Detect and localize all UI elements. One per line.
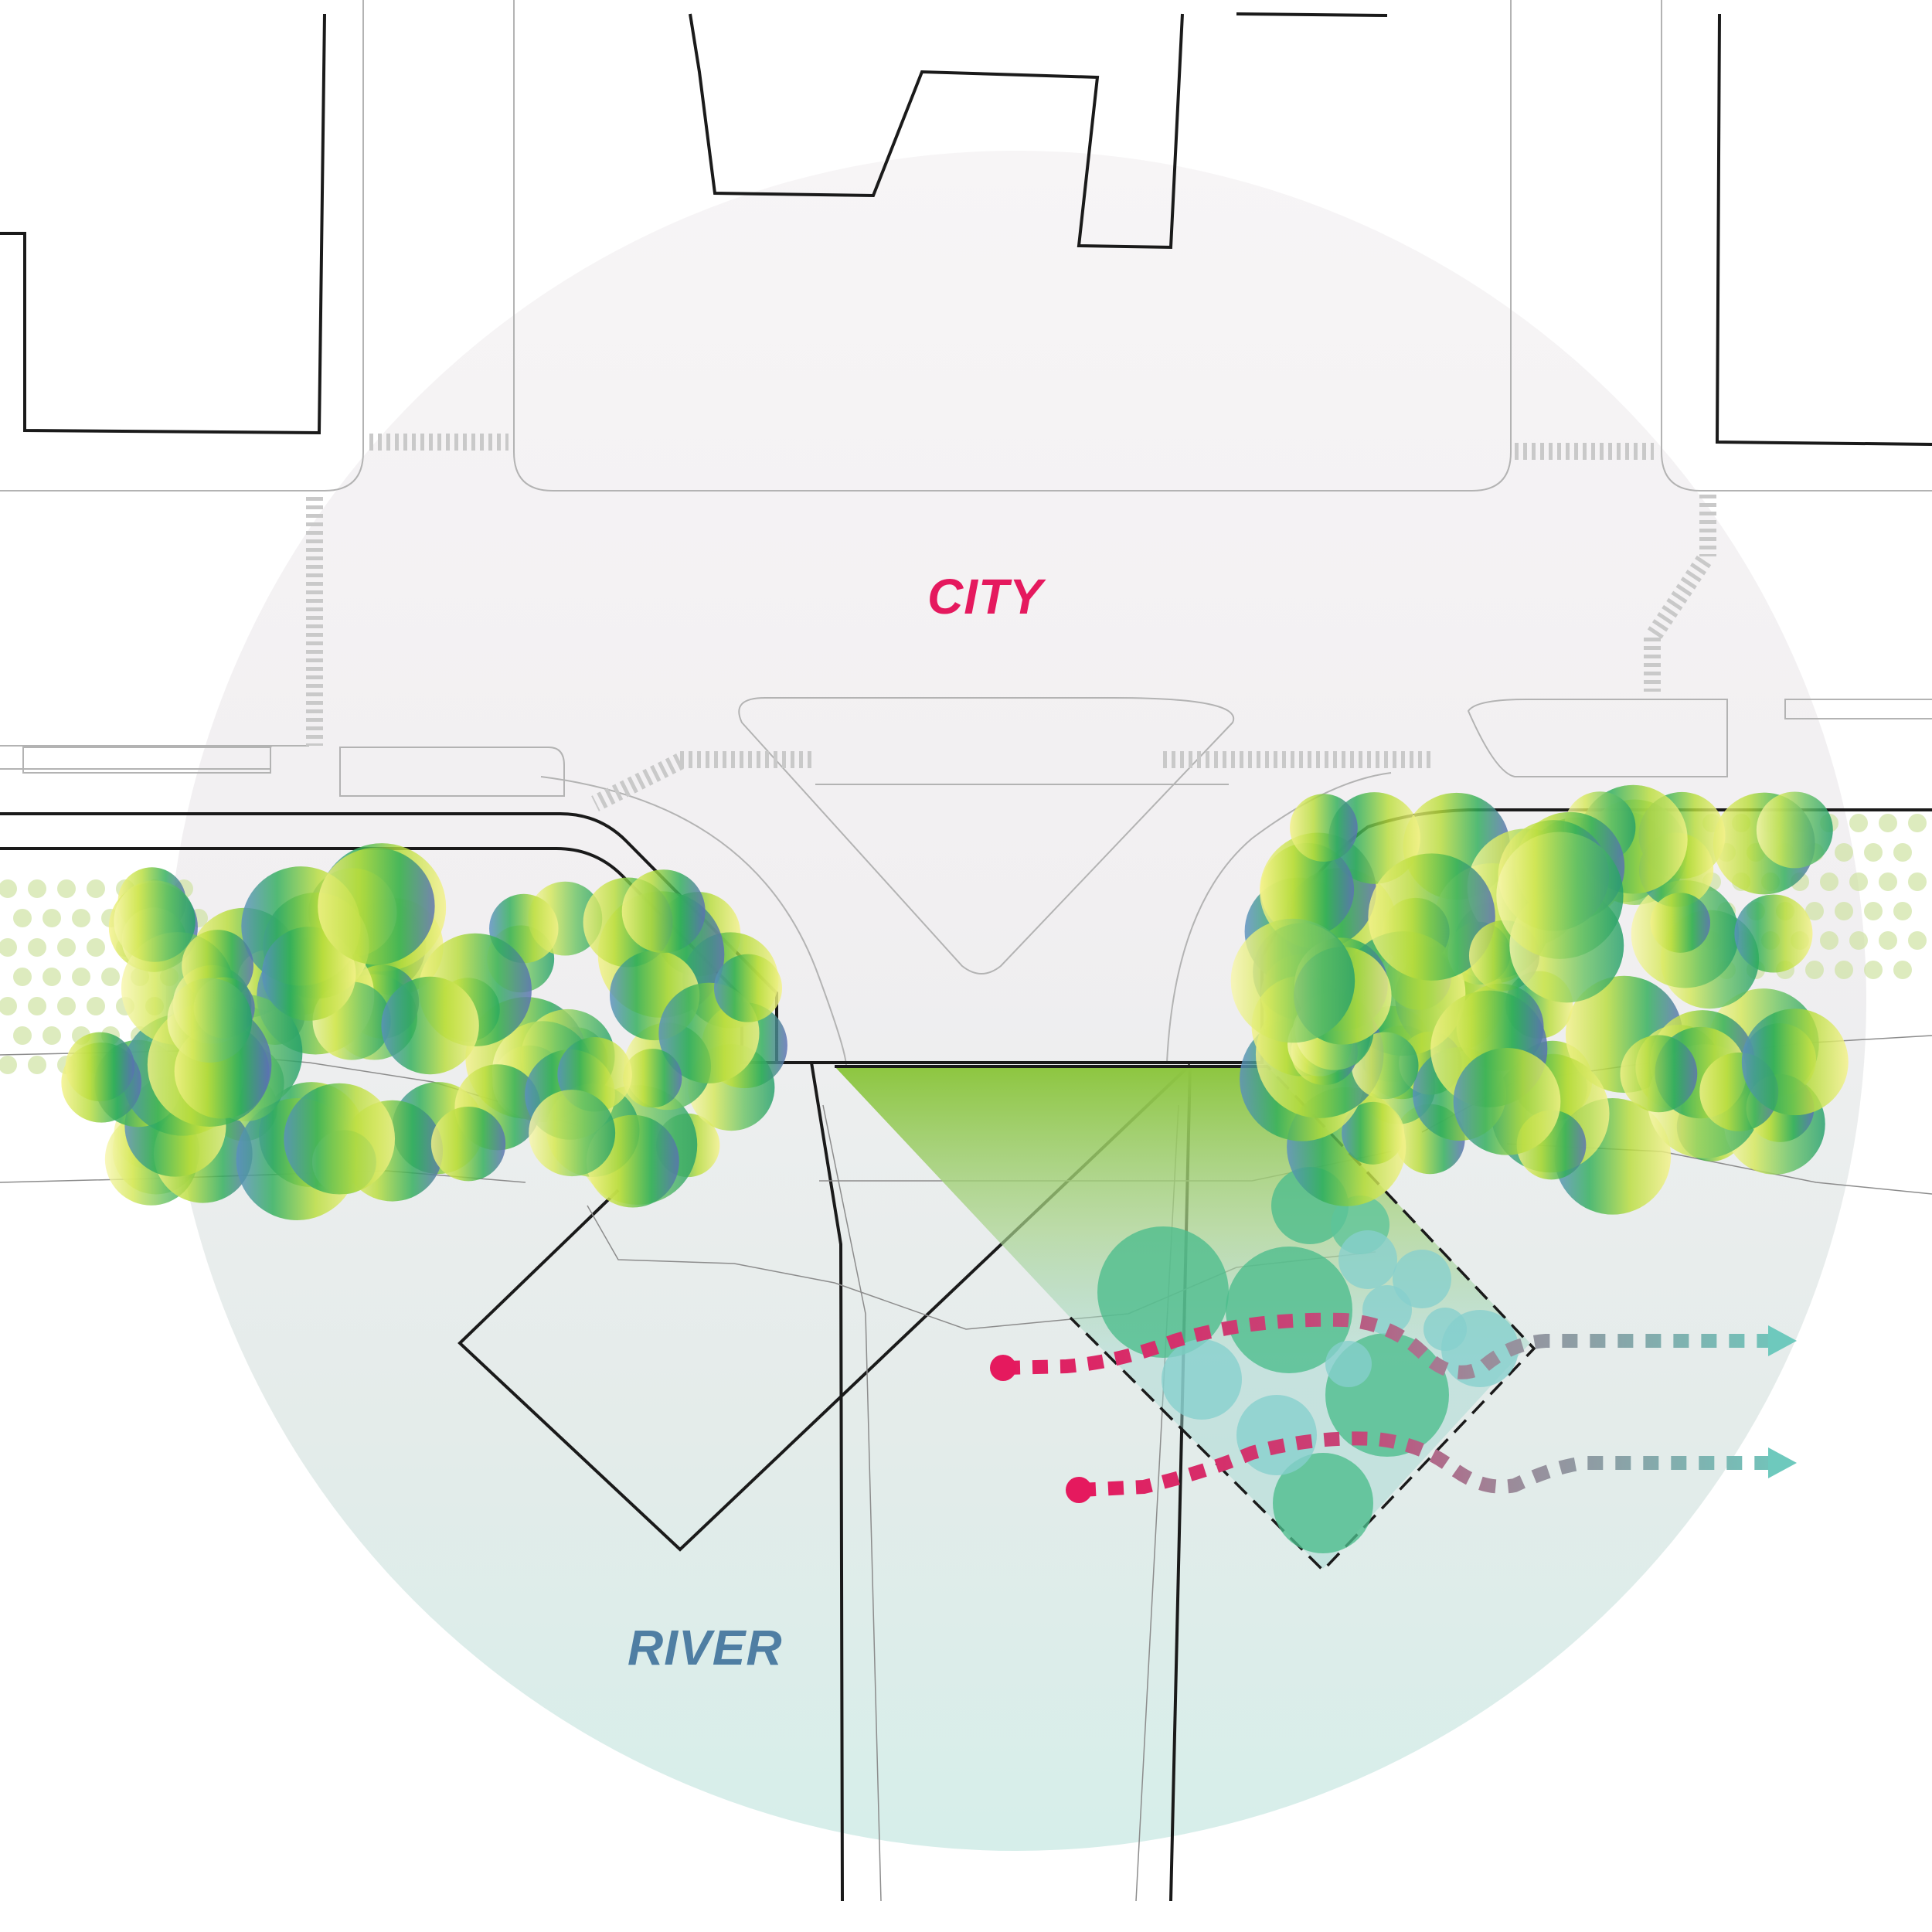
shrub-dot xyxy=(1864,902,1883,920)
shrub-dot xyxy=(57,879,76,898)
shrub-dot xyxy=(87,938,105,957)
arrow-head-lower xyxy=(1768,1447,1797,1478)
tree-canopy xyxy=(1368,853,1495,981)
movement-path-lower xyxy=(1080,1431,1770,1497)
plaza-tree xyxy=(1226,1247,1352,1373)
arrow-head-upper xyxy=(1768,1325,1797,1356)
shrub-dot xyxy=(1893,902,1912,920)
tree-canopy xyxy=(284,1083,396,1195)
shrub-dot xyxy=(101,968,120,986)
shrub-dot xyxy=(1820,872,1838,891)
path-start-dot-lower xyxy=(1066,1477,1092,1503)
shrub-dot xyxy=(1849,814,1868,832)
shrub-dot xyxy=(1835,843,1853,862)
right-tree-cluster xyxy=(1230,784,1849,1215)
shrub-dot xyxy=(1849,931,1868,950)
tree-canopy xyxy=(1756,791,1833,869)
tree-canopy xyxy=(430,1106,506,1182)
shrub-dot xyxy=(57,997,76,1015)
shrub-dot xyxy=(1879,931,1897,950)
plaza-tree xyxy=(1338,1230,1397,1289)
movement-path-upper xyxy=(1004,1312,1770,1379)
building-outlines xyxy=(0,12,1932,446)
shrub-dot xyxy=(0,997,17,1015)
shrub-dot xyxy=(0,938,17,957)
shrub-dot xyxy=(1893,843,1912,862)
shrub-dot xyxy=(72,968,90,986)
tree-canopy xyxy=(1496,832,1624,959)
shrub-dot xyxy=(1879,814,1897,832)
shrub-dot xyxy=(0,1056,17,1074)
shrub-dot xyxy=(28,938,46,957)
tree-canopy xyxy=(261,927,356,1021)
river-label: RIVER xyxy=(628,1620,783,1675)
tree-canopy xyxy=(1230,918,1355,1043)
shrub-dot xyxy=(13,968,32,986)
plaza-dashed-boundary xyxy=(835,1065,1536,1573)
tree-canopy xyxy=(621,869,706,954)
tree-canopy xyxy=(1650,893,1711,953)
plaza-tree xyxy=(1423,1308,1467,1351)
tree-canopy xyxy=(1260,842,1355,937)
shrub-dot xyxy=(87,997,105,1015)
tree-canopy xyxy=(381,976,479,1075)
city-label: CITY xyxy=(927,569,1043,624)
road-curbs xyxy=(0,0,1932,1067)
shrub-dot xyxy=(1805,961,1824,979)
plaza-tree xyxy=(1273,1453,1373,1553)
shrub-dot xyxy=(1864,843,1883,862)
shrub-dot xyxy=(1893,961,1912,979)
tree-canopy xyxy=(1290,794,1358,862)
plaza-trees xyxy=(1097,1167,1519,1553)
tree-canopy xyxy=(167,978,253,1063)
plaza-tree xyxy=(1162,1339,1242,1420)
tree-canopy xyxy=(713,954,783,1022)
tree-canopy xyxy=(623,1049,682,1108)
shrub-dot xyxy=(43,968,61,986)
shrub-dot xyxy=(1835,961,1853,979)
shrub-dot xyxy=(72,909,90,927)
tree-canopy xyxy=(1453,1047,1561,1155)
left-tree-cluster xyxy=(61,843,787,1220)
tree-canopy xyxy=(1734,894,1813,973)
shrub-dot xyxy=(28,879,46,898)
shrub-dot xyxy=(13,1026,32,1045)
shrub-dot xyxy=(1835,902,1853,920)
tree-canopy xyxy=(1620,1035,1698,1113)
shrub-dot xyxy=(0,879,17,898)
shrub-dot xyxy=(28,997,46,1015)
tree-canopy xyxy=(65,1032,135,1102)
path-start-dot-upper xyxy=(990,1355,1016,1381)
tree-canopy xyxy=(1342,1101,1405,1165)
shrub-dot xyxy=(43,909,61,927)
plaza-tree xyxy=(1393,1250,1451,1308)
shrub-dot xyxy=(13,909,32,927)
shrub-dot xyxy=(1849,872,1868,891)
shrub-dot xyxy=(1908,814,1927,832)
shrub-dot xyxy=(43,1026,61,1045)
tree-canopy xyxy=(529,1090,616,1177)
shrub-dot xyxy=(57,938,76,957)
shrub-dot xyxy=(1908,931,1927,950)
shrub-dot xyxy=(1879,872,1897,891)
shrub-dot xyxy=(1805,902,1824,920)
shrub-dot xyxy=(1864,961,1883,979)
shrub-dot xyxy=(1908,872,1927,891)
tree-canopy xyxy=(114,880,196,962)
plaza-tree xyxy=(1097,1226,1229,1358)
shrub-dot xyxy=(1820,931,1838,950)
tree-canopy xyxy=(1741,1009,1849,1116)
shrub-dot xyxy=(87,879,105,898)
tree-canopy xyxy=(318,847,435,965)
crosswalks xyxy=(306,434,1716,811)
movement-paths xyxy=(990,1312,1797,1503)
plaza-tree xyxy=(1325,1341,1372,1387)
shrub-dot xyxy=(28,1056,46,1074)
